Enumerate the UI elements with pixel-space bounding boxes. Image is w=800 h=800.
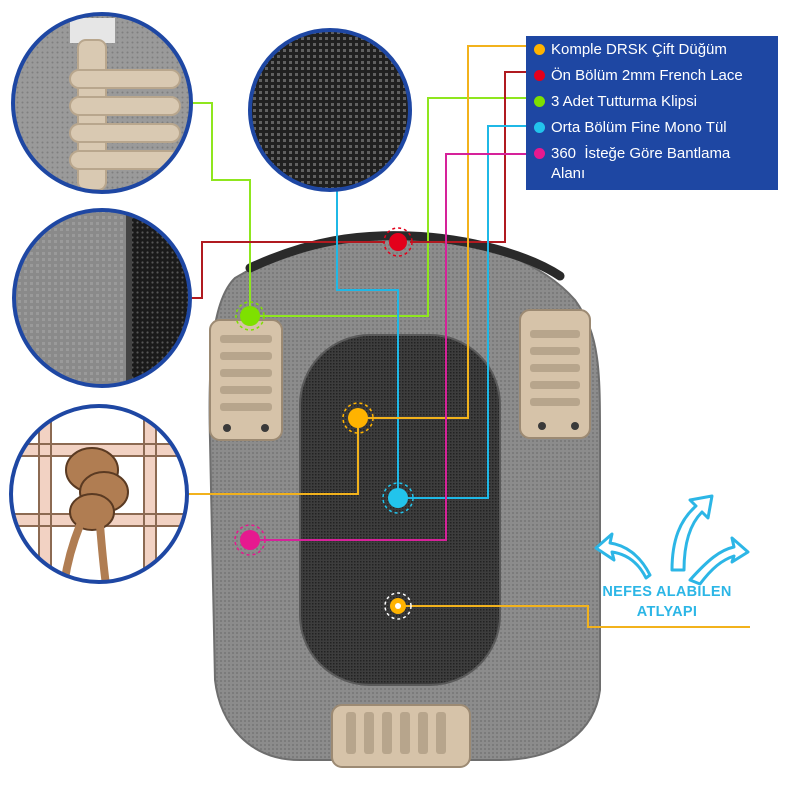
legend-item-4: Orta Bölüm Fine Mono Tül	[534, 118, 770, 138]
marker-yellow-halo	[342, 402, 374, 434]
zoom-clip-closeup	[11, 12, 193, 194]
zoom-knot-closeup	[9, 404, 189, 584]
feature-legend: Komple DRSK Çift Düğüm Ön Bölüm 2mm Frenc…	[526, 36, 778, 190]
marker-magenta	[240, 530, 260, 550]
leader-red-right	[410, 71, 530, 243]
center-mono-panel	[299, 334, 501, 686]
left-clip	[209, 319, 283, 441]
bullet-dot-icon	[534, 148, 545, 159]
breathable-callout: NEFES ALABİLEN ATLYAPI	[582, 582, 752, 622]
leader-magenta	[250, 153, 530, 541]
marker-cyan-halo	[382, 482, 414, 514]
bullet-dot-icon	[534, 96, 545, 107]
zoom-mesh-closeup	[248, 28, 412, 192]
marker-cyan	[388, 488, 408, 508]
leader-red	[190, 241, 385, 299]
leader-breathable	[398, 605, 750, 628]
legend-label: Ön Bölüm 2mm French Lace	[551, 67, 743, 84]
leader-green-right	[250, 97, 530, 317]
legend-label: Komple DRSK Çift Düğüm	[551, 41, 727, 58]
marker-yellow	[348, 408, 368, 428]
airflow-arrows-icon	[594, 494, 750, 586]
bullet-dot-icon	[534, 44, 545, 55]
breathable-line-2: ATLYAPI	[636, 604, 698, 620]
markers	[234, 227, 414, 620]
legend-label: 360 İsteğe Göre Bantlama Alanı	[551, 145, 731, 182]
bottom-clip	[331, 704, 471, 768]
marker-small-yellow-halo	[384, 592, 412, 620]
marker-red	[389, 233, 407, 251]
legend-item-3: 3 Adet Tutturma Klipsi	[534, 92, 770, 112]
legend-item-5: 360 İsteğe Göre Bantlama Alanı	[534, 144, 770, 183]
zoom-lace-closeup	[12, 208, 192, 388]
legend-item-1: Komple DRSK Çift Düğüm	[534, 40, 770, 60]
leader-green-left	[190, 102, 251, 316]
legend-item-2: Ön Bölüm 2mm French Lace	[534, 66, 770, 86]
leader-yellow	[186, 45, 530, 495]
marker-green-halo	[235, 301, 265, 331]
marker-red-halo	[383, 227, 413, 257]
bullet-dot-icon	[534, 122, 545, 133]
marker-magenta-halo	[234, 524, 266, 556]
legend-label: Orta Bölüm Fine Mono Tül	[551, 119, 727, 136]
breathable-line-1: NEFES ALABİLEN	[602, 584, 732, 600]
legend-label: 3 Adet Tutturma Klipsi	[551, 93, 697, 110]
bullet-dot-icon	[534, 70, 545, 81]
marker-green	[240, 306, 260, 326]
right-clip	[519, 309, 591, 439]
